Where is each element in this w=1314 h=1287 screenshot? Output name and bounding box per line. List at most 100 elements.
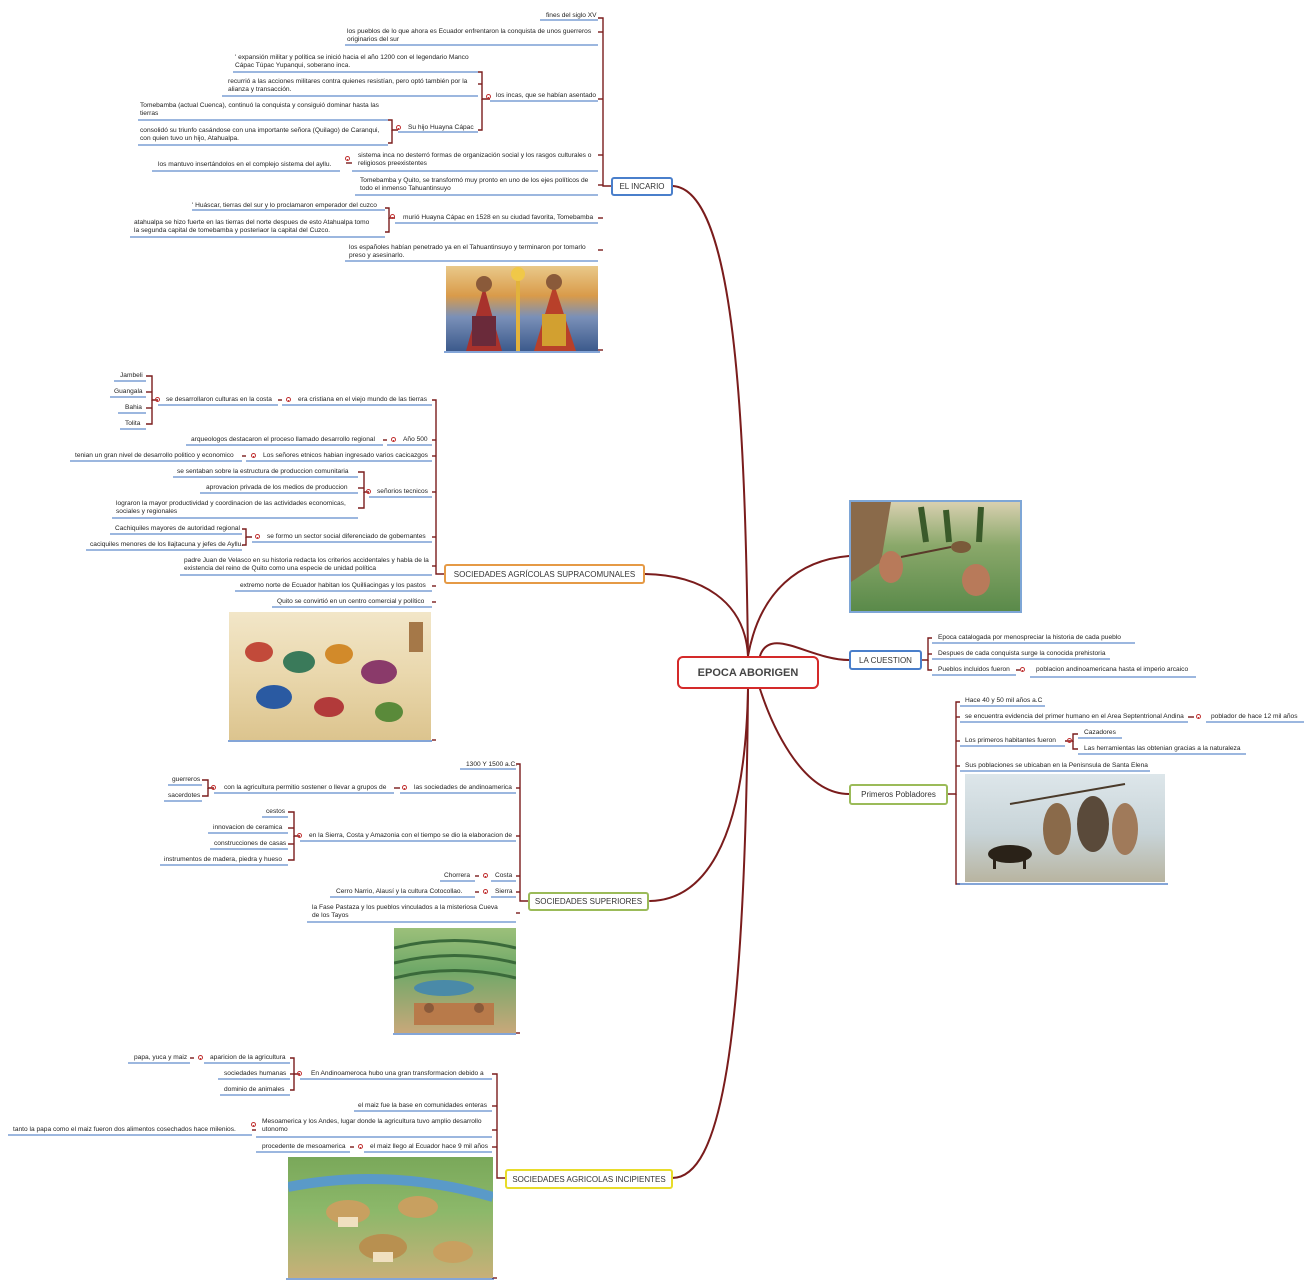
node-huayna-capac[interactable]: Su hijo Huayna Cápac — [408, 124, 480, 132]
node-chorrera[interactable]: Chorrera — [444, 872, 476, 880]
node-productividad[interactable]: lograron la mayor productividad y coordi… — [116, 500, 360, 517]
node-atahualpa[interactable]: atahualpa se hizo fuerte en las tierras … — [134, 219, 388, 236]
node-primeros-habitantes[interactable]: Los primeros habitantes fueron — [965, 737, 1063, 745]
node-produccion-comunitaria[interactable]: se sentaban sobre la estructura de produ… — [177, 468, 359, 476]
node-guerreros[interactable]: guerreros — [172, 776, 204, 784]
collapse-marker[interactable] — [1020, 667, 1025, 672]
node-expansion-militar[interactable]: ' expansión militar y política se inició… — [235, 54, 480, 71]
node-fase-pastaza[interactable]: la Fase Pastaza y los pueblos vinculados… — [312, 904, 518, 921]
collapse-marker[interactable] — [1196, 714, 1201, 719]
node-mesoamerica-andes[interactable]: Mesoamerica y los Andes, lugar donde la … — [262, 1118, 494, 1135]
node-senores-etnicos[interactable]: Los señores etnicos habian ingresado var… — [263, 452, 433, 460]
collapse-marker[interactable] — [198, 1055, 203, 1060]
node-huascar[interactable]: ' Huáscar, tierras del sur y lo proclama… — [192, 202, 387, 210]
node-sociedades-andinoamerica[interactable]: las sociedades de andinoamerica — [414, 784, 518, 792]
node-andinoamerica-transformacion[interactable]: En Andinoameroca hubo una gran transform… — [311, 1070, 495, 1078]
node-instrumentos[interactable]: instrumentos de madera, piedra y hueso — [164, 856, 289, 864]
node-procedente-mesoamerica[interactable]: procedente de mesoamerica — [262, 1143, 354, 1151]
node-ano-500[interactable]: Año 500 — [403, 436, 433, 444]
collapse-marker[interactable] — [251, 453, 256, 458]
node-desarrollo-politico[interactable]: tenian un gran nivel de desarrollo polit… — [75, 452, 243, 460]
collapse-marker[interactable] — [255, 534, 260, 539]
node-dominio-animales[interactable]: dominio de animales — [224, 1086, 292, 1094]
node-los-incas[interactable]: los incas, que se habían asentado — [496, 92, 600, 100]
node-herramientas-naturaleza[interactable]: Las herramientas las obtenian gracias a … — [1084, 745, 1248, 753]
node-maiz-ecuador[interactable]: el maiz llego al Ecuador hace 9 mil años — [370, 1143, 495, 1151]
node-sistema-ayllu[interactable]: los mantuvo insertándolos en el complejo… — [158, 161, 343, 169]
node-ceramica[interactable]: innovacion de ceramica — [213, 824, 289, 832]
node-fines-siglo-xv[interactable]: fines del siglo XV — [546, 12, 606, 20]
topic-sociedades-agricolas-supracomunales[interactable]: SOCIEDADES AGRÍCOLAS SUPRACOMUNALES — [444, 564, 645, 584]
node-sierra[interactable]: Sierra — [495, 888, 517, 896]
collapse-marker[interactable] — [358, 1144, 363, 1149]
topic-primeros-pobladores[interactable]: Primeros Pobladores — [849, 784, 948, 805]
node-tolita[interactable]: Tolita — [125, 420, 147, 428]
node-tomebamba-quito[interactable]: Tomebamba y Quito, se transformó muy pro… — [360, 177, 600, 194]
node-extremo-norte[interactable]: extremo norte de Ecuador habitan los Qui… — [240, 582, 434, 590]
collapse-marker[interactable] — [396, 125, 401, 130]
collapse-marker[interactable] — [297, 833, 302, 838]
node-cerro-narrio[interactable]: Cerro Narrio, Alausí y la cultura Cotoco… — [336, 888, 476, 896]
node-cazadores[interactable]: Cazadores — [1084, 729, 1124, 737]
collapse-marker[interactable] — [483, 873, 488, 878]
node-sierra-costa-amazonia[interactable]: en la Sierra, Costa y Amazonia con el ti… — [309, 832, 519, 840]
node-sociedades-humanas[interactable]: sociedades humanas — [224, 1070, 292, 1078]
node-guangala[interactable]: Guangala — [114, 388, 148, 396]
node-1300-1500[interactable]: 1300 Y 1500 a.C. — [466, 761, 518, 769]
node-evidencia-primer-humano[interactable]: se encuentra evidencia del primer humano… — [965, 713, 1191, 721]
topic-el-incario[interactable]: EL INCARIO — [611, 177, 673, 196]
node-aparicion-agricultura[interactable]: aparicion de la agricultura — [210, 1054, 292, 1062]
collapse-marker[interactable] — [251, 1122, 256, 1127]
collapse-marker[interactable] — [155, 397, 160, 402]
collapse-marker[interactable] — [345, 156, 350, 161]
collapse-marker[interactable] — [390, 214, 395, 219]
node-maiz-base[interactable]: el maiz fue la base en comunidades enter… — [358, 1102, 494, 1110]
node-construcciones-casas[interactable]: construcciones de casas — [214, 840, 290, 848]
node-tomebamba-conquista[interactable]: Tomebamba (actual Cuenca), continuó la c… — [140, 102, 390, 119]
node-cachiquiles-mayores[interactable]: Cachiquiles mayores de autoridad regiona… — [115, 525, 245, 533]
node-jambeli[interactable]: Jambeli — [120, 372, 150, 380]
topic-la-cuestion[interactable]: LA CUESTION — [849, 650, 922, 670]
node-papa-maiz-milenios[interactable]: tanto la papa como el maiz fueron dos al… — [13, 1126, 255, 1134]
node-aprovacion-privada[interactable]: aprovacion privada de los medios de prod… — [206, 484, 358, 492]
node-sector-gobernantes[interactable]: se formo un sector social diferenciado d… — [267, 533, 433, 541]
collapse-marker[interactable] — [211, 785, 216, 790]
node-epoca-catalogada[interactable]: Epoca catalogada por menospreciar la his… — [938, 634, 1138, 642]
node-despues-conquista[interactable]: Despues de cada conquista surge la conoc… — [938, 650, 1113, 658]
node-agricultura-grupos[interactable]: con la agricultura permitio sostener o l… — [224, 784, 396, 792]
collapse-marker[interactable] — [297, 1071, 302, 1076]
node-sistema-inca[interactable]: sistema inca no desterró formas de organ… — [358, 152, 598, 169]
central-topic[interactable]: EPOCA ABORIGEN — [677, 656, 819, 689]
collapse-marker[interactable] — [286, 397, 291, 402]
node-cestos[interactable]: cestos — [266, 808, 288, 816]
node-poblacion-andinoamericana[interactable]: poblacion andinoamericana hasta el imper… — [1036, 666, 1198, 674]
node-espanoles[interactable]: los españoles habían penetrado ya en el … — [349, 244, 599, 261]
collapse-marker[interactable] — [1067, 738, 1072, 743]
node-papa-yuca-maiz[interactable]: papa, yuca y maiz — [134, 1054, 192, 1062]
node-pueblos-enfrentaron-conquista[interactable]: los pueblos de lo que ahora es Ecuador e… — [347, 28, 599, 45]
node-acciones-militares[interactable]: recurrió a las acciones militares contra… — [228, 78, 480, 95]
node-senorios-tecnicos[interactable]: señorios tecnicos — [377, 488, 433, 496]
node-consolido-triunfo[interactable]: consolidó su triunfo casándose con una i… — [140, 127, 390, 144]
node-costa[interactable]: Costa — [495, 872, 517, 880]
node-bahia[interactable]: Bahia — [125, 404, 147, 412]
node-caciquiles-menores[interactable]: caciquiles menores de los llajtacuna y j… — [90, 541, 245, 549]
collapse-marker[interactable] — [483, 889, 488, 894]
node-poblador-12-mil[interactable]: poblador de hace 12 mil años — [1211, 713, 1307, 721]
topic-sociedades-agricolas-incipientes[interactable]: SOCIEDADES AGRICOLAS INCIPIENTES — [505, 1169, 673, 1189]
node-pueblos-incluidos[interactable]: Pueblos incluidos fueron — [938, 666, 1016, 674]
collapse-marker[interactable] — [366, 489, 371, 494]
node-padre-velasco[interactable]: padre Juan de Velasco en su historia red… — [184, 557, 434, 574]
node-hace-40-50-mil[interactable]: Hace 40 y 50 mil años a.C — [965, 697, 1045, 705]
node-culturas-costa[interactable]: se desarrollaron culturas en la costa — [166, 396, 278, 404]
collapse-marker[interactable] — [486, 94, 491, 99]
collapse-marker[interactable] — [402, 785, 407, 790]
node-quito-comercial[interactable]: Quito se convirtió en un centro comercia… — [277, 598, 434, 606]
node-sacerdotes[interactable]: sacerdotes — [168, 792, 204, 800]
node-arqueologos[interactable]: arqueologos destacaron el proceso llamad… — [191, 436, 383, 444]
node-era-cristiana[interactable]: era cristiana en el viejo mundo de las t… — [298, 396, 432, 404]
collapse-marker[interactable] — [391, 437, 396, 442]
node-murio-huayna-capac[interactable]: murió Huayna Cápac en 1528 en su ciudad … — [403, 214, 599, 222]
topic-sociedades-superiores[interactable]: SOCIEDADES SUPERIORES — [528, 892, 649, 911]
node-peninsula-santa-elena[interactable]: Sus poblaciones se ubicaban en la Penisn… — [965, 762, 1153, 770]
